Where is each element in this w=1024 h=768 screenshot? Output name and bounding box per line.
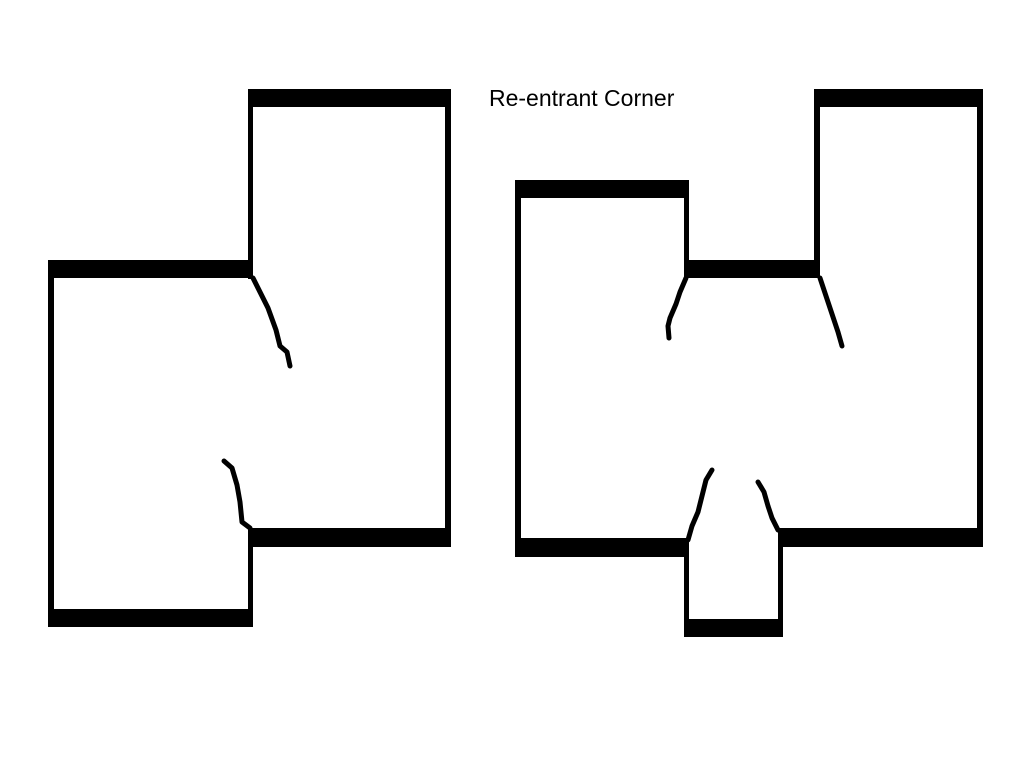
left-plan bbox=[48, 89, 451, 627]
right-right-top-corner-crack bbox=[817, 275, 845, 349]
right-plan bbox=[515, 89, 983, 637]
right-middle-top-wall bbox=[684, 260, 820, 278]
right-left-wing-right-wall bbox=[684, 180, 689, 278]
left-lower-block-top-wall bbox=[48, 260, 253, 278]
left-upper-corner-crack bbox=[250, 275, 293, 369]
left-upper-block-bottom-wall bbox=[248, 528, 451, 547]
left-lower-block-left-wall bbox=[48, 260, 54, 627]
right-bottom-right-corner-crack bbox=[755, 479, 781, 533]
diagram-title: Re-entrant Corner bbox=[489, 85, 675, 111]
right-right-wing-bottom-wall bbox=[778, 528, 983, 547]
right-right-wing-left-wall bbox=[814, 89, 820, 278]
right-bottom-block-right-wall bbox=[778, 528, 783, 637]
right-left-wing-top-wall bbox=[515, 180, 689, 198]
right-right-wing-right-wall bbox=[977, 89, 983, 547]
right-left-top-corner-crack bbox=[665, 275, 689, 341]
right-bottom-left-corner-crack bbox=[685, 467, 715, 543]
left-lower-block-right-wall bbox=[248, 528, 253, 627]
right-bottom-block-bottom-wall bbox=[684, 619, 783, 637]
left-upper-block-top-wall bbox=[248, 89, 450, 107]
left-lower-corner-crack bbox=[221, 458, 253, 531]
left-upper-block-right-wall bbox=[445, 89, 451, 547]
right-bottom-block-left-wall bbox=[684, 538, 689, 637]
left-upper-block-left-wall bbox=[248, 89, 253, 279]
right-left-wing-bottom-wall bbox=[515, 538, 689, 557]
left-lower-block-bottom-wall bbox=[48, 609, 253, 627]
right-left-wing-left-wall bbox=[515, 180, 521, 557]
right-right-wing-top-wall bbox=[814, 89, 982, 107]
